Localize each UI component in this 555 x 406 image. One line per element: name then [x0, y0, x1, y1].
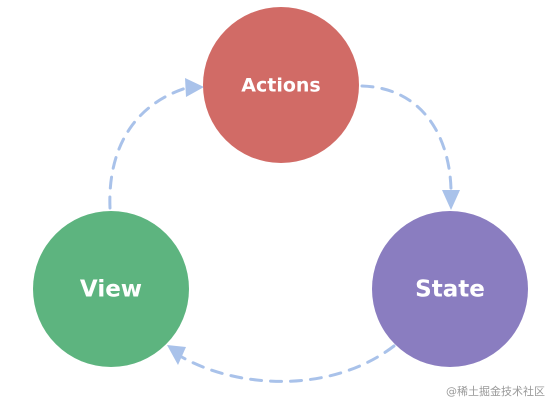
- state-label: State: [415, 277, 485, 303]
- state-to-view-arrow: [178, 344, 396, 383]
- actions-label: Actions: [241, 75, 320, 97]
- view-to-actions-arrowhead: [185, 78, 204, 97]
- watermark-text: @稀土掘金技术社区: [446, 385, 545, 398]
- view-node: [33, 211, 189, 367]
- view-to-actions-arrow: [108, 86, 188, 210]
- state-node: [372, 211, 528, 367]
- actions-node: [203, 7, 359, 163]
- actions-to-state-arrowhead: [442, 190, 460, 210]
- view-label: View: [80, 277, 142, 303]
- actions-to-state-arrow: [360, 84, 453, 192]
- state-to-view-arrowhead: [167, 345, 186, 365]
